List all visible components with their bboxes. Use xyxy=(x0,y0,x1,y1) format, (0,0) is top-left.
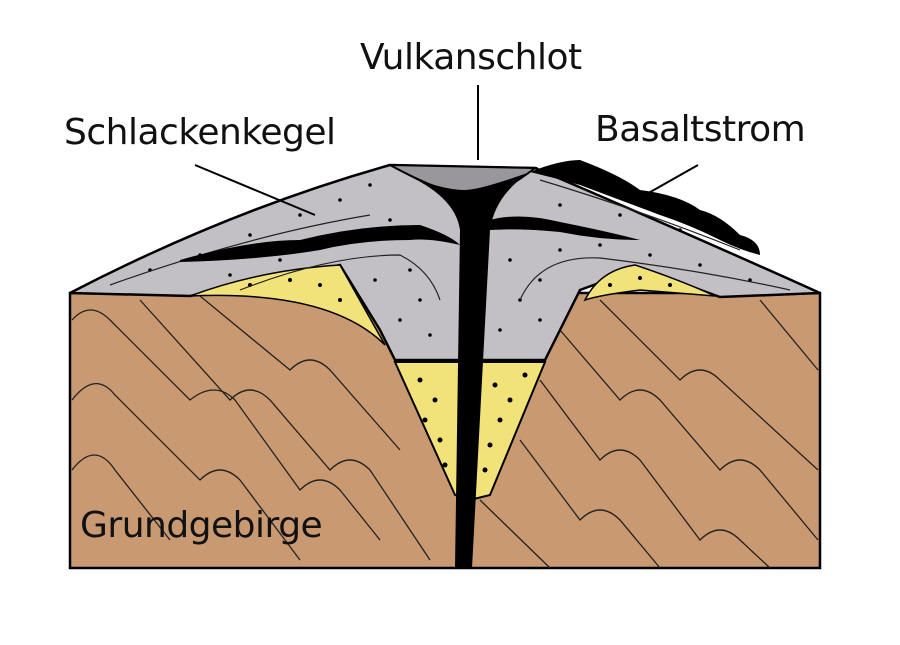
magma-conduit xyxy=(400,172,530,568)
lava-leader-line xyxy=(644,164,699,196)
vent-label: Vulkanschlot xyxy=(360,37,582,78)
tuff-dots xyxy=(248,276,672,473)
cinder-cone xyxy=(69,163,821,362)
cone-label: Schlackenkegel xyxy=(64,112,336,153)
magma-sill-left xyxy=(180,225,460,262)
basement-label: Grundgebirge xyxy=(80,505,323,546)
tuff-right xyxy=(583,264,716,302)
cinder-layer-lines xyxy=(109,179,791,301)
basement-folds xyxy=(71,295,819,569)
magma-sill-right xyxy=(490,216,640,240)
basalt-flow xyxy=(530,160,760,255)
cone-leader-line xyxy=(194,164,316,216)
lava-flow-label: Basaltstrom xyxy=(595,109,806,150)
tuff-left xyxy=(189,264,386,346)
